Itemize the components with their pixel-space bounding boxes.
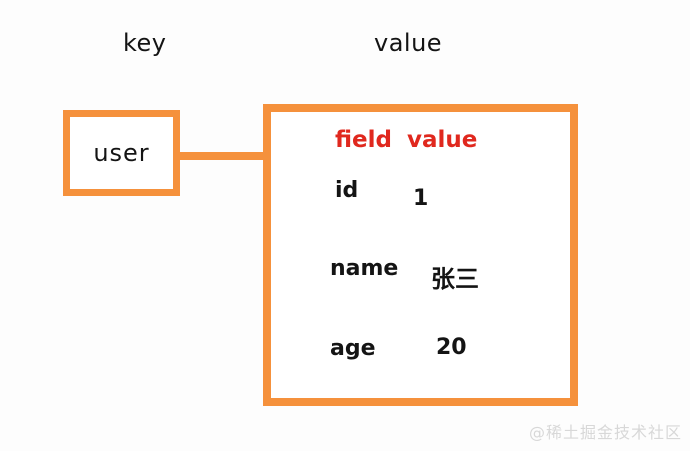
hash-row-field: age [330, 336, 376, 361]
key-column-label: key [123, 29, 167, 57]
hash-row-value: 20 [436, 335, 467, 360]
connector-line [180, 152, 264, 160]
watermark-text: @稀土掘金技术社区 [528, 423, 682, 442]
hash-row-value: 张三 [431, 265, 479, 293]
key-box: user [63, 110, 180, 196]
value-column-label: value [374, 29, 443, 57]
hash-row-field: id [335, 178, 359, 203]
value-box [263, 104, 578, 406]
hash-header-field: field [335, 127, 392, 153]
key-box-label: user [93, 139, 150, 167]
hash-row-value: 1 [413, 186, 429, 211]
hash-row-field: name [330, 256, 399, 281]
hash-header-value: value [407, 127, 478, 153]
